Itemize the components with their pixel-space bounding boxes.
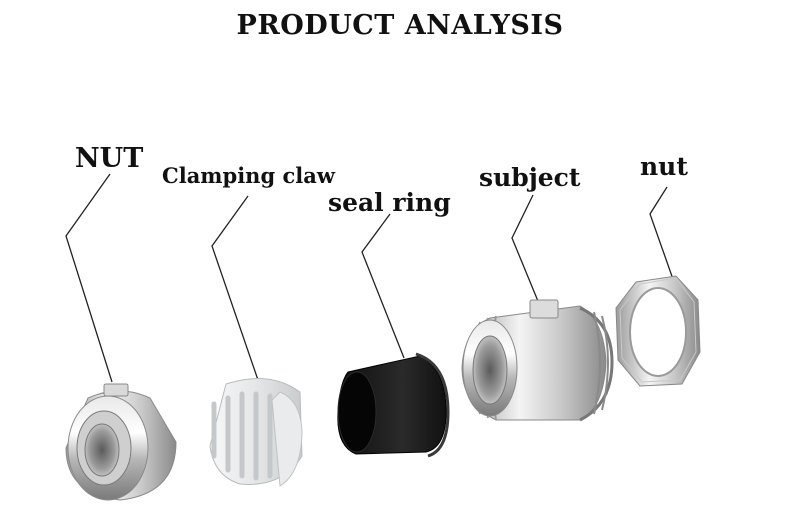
- leader-line-lock-nut: [649, 186, 675, 283]
- clamping-claw-part: [209, 378, 303, 487]
- leader-line-subject: [511, 194, 541, 307]
- leader-line-clamping-claw: [211, 195, 259, 381]
- subject-body-part: [461, 299, 614, 422]
- leader-line-seal-ring: [361, 213, 405, 359]
- label-nut-cap: NUT: [75, 143, 144, 174]
- leader-lines: [65, 173, 675, 383]
- label-seal-ring: seal ring: [328, 188, 451, 217]
- label-lock-nut: nut: [640, 152, 688, 181]
- seal-ring-part: [337, 352, 450, 458]
- leader-line-nut-cap: [65, 173, 113, 383]
- lock-nut-part: [615, 275, 701, 387]
- page-title: PRODUCT ANALYSIS: [236, 10, 564, 41]
- label-clamping-claw: Clamping claw: [162, 163, 335, 188]
- label-subject: subject: [479, 163, 581, 192]
- dome-cap-nut-part: [65, 383, 177, 501]
